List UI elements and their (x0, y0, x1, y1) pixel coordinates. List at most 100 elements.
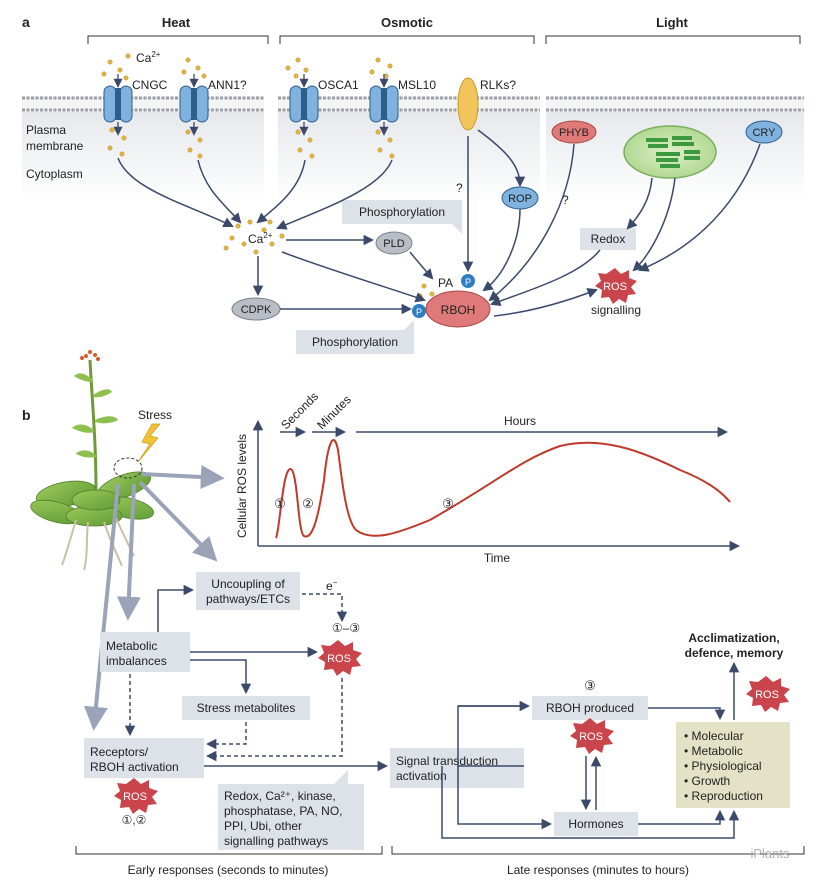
cry-label: CRY (752, 127, 776, 139)
uncoupling-line1: Uncoupling of (211, 577, 285, 591)
redox-line-1: Redox, Ca²⁺, kinase, (224, 789, 336, 803)
ros-star-icon-rboh (570, 718, 614, 754)
stress-site-circle (113, 457, 143, 479)
phyb-label: PHYB (559, 127, 589, 139)
outcome-growth: • Growth (684, 774, 730, 788)
p-label-1: P (465, 277, 471, 287)
redox-label: Redox (591, 232, 626, 246)
phospho-badge-2 (412, 304, 426, 318)
calcium-top-label: Ca2+ (136, 50, 161, 65)
question-mark-2: ? (562, 193, 569, 207)
chart-xlabel: Time (484, 551, 511, 565)
acclimatization-line2: defence, memory (685, 646, 784, 660)
phyb-protein (551, 120, 597, 144)
osmotic-bracket (279, 35, 535, 44)
lightning-icon (137, 423, 161, 463)
pa-label: PA (438, 276, 453, 290)
p-label-2: P (416, 307, 422, 317)
ros-label-mid: ROS (327, 653, 351, 665)
msl10-label: MSL10 (398, 78, 436, 92)
seconds-label: Seconds (278, 389, 321, 432)
watermark: iPlants (750, 846, 790, 861)
rboh-produced-box (532, 696, 648, 720)
stress-metabolites-label: Stress metabolites (197, 701, 296, 715)
metabolic-box (100, 632, 190, 672)
redox-line-2: phosphatase, PA, NO, (224, 804, 343, 818)
signal-line1: Signal transduction (396, 754, 498, 768)
cdpk-label: CDPK (241, 304, 272, 316)
late-responses-label: Late responses (minutes to hours) (507, 863, 689, 877)
metabolic-line1: Metabolic (106, 639, 157, 653)
bottom-brackets (75, 846, 805, 855)
uncoupling-line2: pathways/ETCs (206, 592, 290, 606)
phosphorylation-upper-label: Phosphorylation (359, 205, 445, 219)
signal-transduction-box (390, 748, 524, 788)
range-1-3-label: ①–③ (332, 621, 360, 635)
phosphorylation-lower-label: Phosphorylation (312, 335, 398, 349)
cngc-label: CNGC (132, 78, 168, 92)
cry-protein (745, 120, 783, 144)
panel-a-label: a (22, 14, 30, 30)
heat-label: Heat (162, 15, 191, 30)
panel-a-arrows (117, 129, 761, 317)
chart-ylabel: Cellular ROS levels (235, 434, 249, 538)
redox-line-3: PPI, Ubi, other (224, 819, 302, 833)
heat-bracket (87, 35, 269, 44)
metabolic-line2: imbalances (106, 654, 167, 668)
range-1-2-label: ①,② (122, 813, 147, 827)
ros-star-icon-a (595, 268, 637, 304)
osmotic-label: Osmotic (381, 15, 433, 30)
plant-signal-arrows (83, 465, 225, 731)
rboh-label: RBOH (441, 303, 476, 317)
rboh-protein (425, 290, 491, 328)
cytoplasm-osmotic (278, 112, 540, 202)
electron-label: e− (326, 578, 338, 593)
outcome-physiological: • Physiological (684, 759, 762, 773)
phosphorylation-box-upper (342, 200, 462, 234)
outcome-metabolic: • Metabolic (684, 744, 743, 758)
uncoupling-box (196, 572, 300, 610)
cngc-channel-icon (103, 85, 133, 123)
membrane-label: membrane (26, 139, 84, 153)
peak-3-label: ③ (442, 496, 454, 511)
osca1-label: OSCA1 (318, 78, 359, 92)
rop-label: ROP (508, 193, 532, 205)
ros-label-rboh: ROS (579, 731, 603, 743)
osca1-channel-icon (289, 85, 319, 123)
peak-3b-label: ③ (584, 678, 596, 693)
cytoplasm-label: Cytoplasm (26, 167, 83, 181)
calcium-mid-label: Ca2+ (248, 231, 273, 246)
panel-b-label: b (22, 407, 31, 423)
ros-star-icon-left (114, 778, 158, 814)
light-label: Light (656, 15, 688, 30)
ros-label-a: ROS (603, 281, 627, 293)
hours-label: Hours (504, 414, 536, 428)
acclimatization-line1: Acclimatization, (688, 631, 779, 645)
ann1-channel-icon (179, 85, 209, 123)
signalling-label: signalling (591, 303, 641, 317)
pld-protein (375, 231, 413, 255)
panel-b-dashed-arrows (124, 593, 348, 762)
peak-2-label: ② (302, 496, 314, 511)
panel-b-arrows (157, 584, 740, 839)
plasma-label: Plasma (26, 123, 66, 137)
membrane-heat (22, 96, 264, 112)
cytoplasm-heat (22, 112, 264, 202)
rlks-receptor-icon (457, 77, 479, 131)
ann1-label: ANN1? (208, 78, 247, 92)
chloroplast-icon (623, 125, 717, 179)
phospho-badge-1 (461, 274, 475, 288)
outcome-reproduction: • Reproduction (684, 789, 763, 803)
rlks-label: RLKs? (480, 78, 516, 92)
outcome-molecular: • Molecular (684, 729, 744, 743)
signal-line2: activation (396, 769, 447, 783)
ros-curve-line (275, 439, 731, 539)
redox-line-4: signalling pathways (224, 834, 328, 848)
hormones-label: Hormones (568, 817, 623, 831)
receptors-box (84, 738, 204, 778)
stress-metabolites-box (182, 696, 310, 720)
hormones-box (554, 812, 638, 836)
rboh-produced-label: RBOH produced (546, 701, 634, 715)
calcium-ions-icon (101, 53, 435, 299)
ros-label-right: ROS (755, 689, 779, 701)
